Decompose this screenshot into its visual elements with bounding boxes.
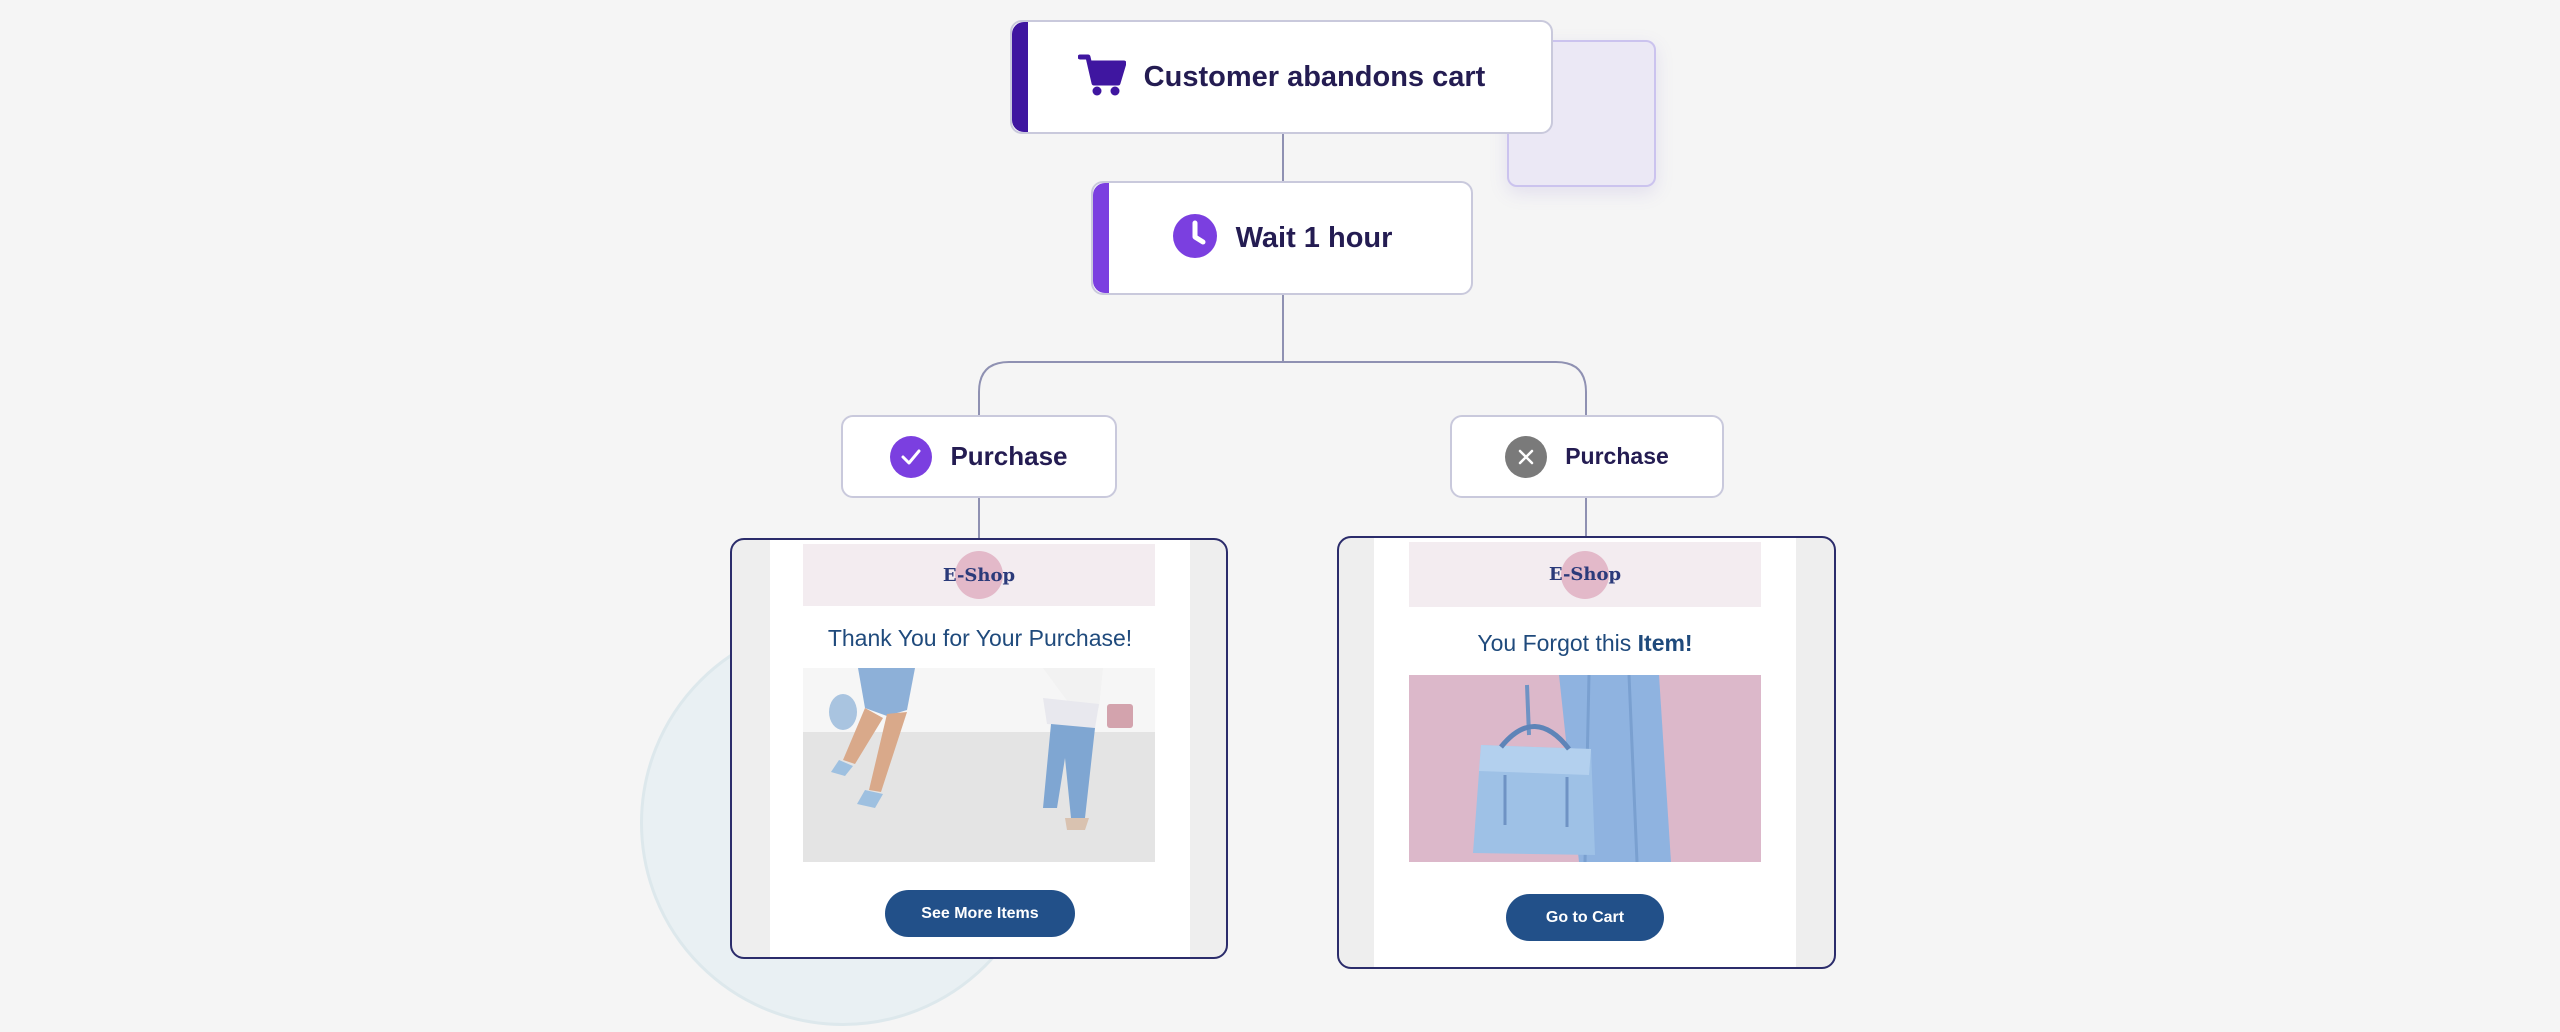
- trigger-node[interactable]: Customer abandons cart: [1010, 20, 1553, 134]
- email-body: E-Shop You Forgot this Item! Go to Cart: [1374, 538, 1796, 967]
- wait-node[interactable]: Wait 1 hour: [1091, 181, 1473, 295]
- brand-logo-circle: [955, 551, 1003, 599]
- trigger-label: Customer abandons cart: [1143, 60, 1486, 93]
- brand-name: E-Shop: [1548, 564, 1622, 585]
- connector-split-branches: [978, 361, 1587, 415]
- shopping-cart-icon: [1077, 53, 1127, 102]
- email-heading-prefix: You Forgot this: [1477, 630, 1632, 656]
- check-icon: [890, 435, 933, 478]
- cart-reminder-email-preview[interactable]: E-Shop You Forgot this Item! Go to Cart: [1337, 536, 1836, 969]
- email-brand-header: E-Shop: [1409, 542, 1761, 607]
- email-heading-emphasis: Item!: [1637, 630, 1693, 656]
- wait-accent-bar: [1093, 183, 1109, 293]
- clock-icon: [1172, 213, 1218, 264]
- brand-name: E-Shop: [942, 564, 1016, 586]
- close-icon: [1505, 435, 1548, 478]
- thank-you-email-preview[interactable]: E-Shop Thank You for Your Purchase! See …: [730, 538, 1228, 959]
- email-body: E-Shop Thank You for Your Purchase! See …: [770, 540, 1190, 957]
- branch-purchased-label: Purchase: [950, 441, 1068, 471]
- go-to-cart-button[interactable]: Go to Cart: [1506, 894, 1664, 941]
- branch-not-purchased-label: Purchase: [1565, 443, 1669, 469]
- branch-purchased-node[interactable]: Purchase: [841, 415, 1117, 498]
- trigger-accent-bar: [1012, 22, 1028, 132]
- blue-handbag-photo: [1409, 675, 1761, 862]
- see-more-items-button[interactable]: See More Items: [885, 890, 1075, 937]
- email-heading: You Forgot this Item!: [1374, 630, 1796, 657]
- wait-label: Wait 1 hour: [1235, 221, 1393, 254]
- brand-logo-circle: [1561, 550, 1609, 599]
- email-heading: Thank You for Your Purchase!: [827, 625, 1133, 651]
- branch-not-purchased-node[interactable]: Purchase: [1450, 415, 1724, 498]
- women-in-blue-outfits-photo: [803, 668, 1155, 862]
- email-brand-header: E-Shop: [803, 544, 1155, 606]
